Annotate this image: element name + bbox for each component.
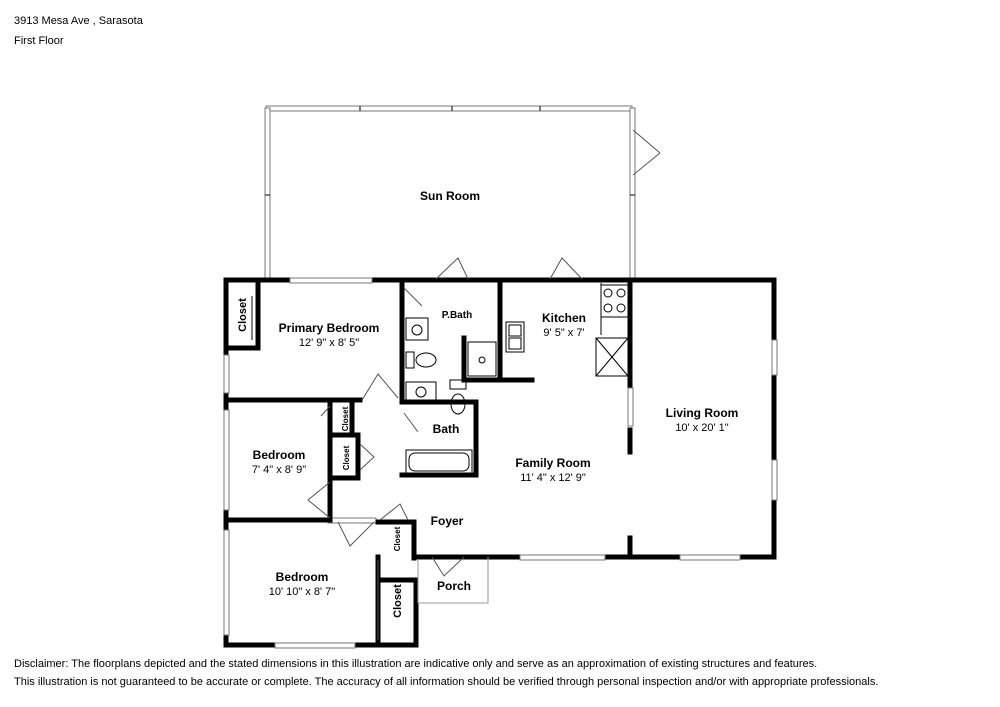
address-text: 3913 Mesa Ave , Sarasota <box>14 15 143 27</box>
interior-walls <box>223 280 633 583</box>
bath-label: Bath <box>433 422 460 436</box>
stove-icon <box>600 284 630 318</box>
closet-bed2-a-label: Closet <box>341 406 350 431</box>
primary-bedroom-dims: 12' 9" x 8' 5" <box>299 337 359 349</box>
primary-bedroom-label: Primary Bedroom <box>279 321 380 335</box>
foyer-label: Foyer <box>431 514 464 528</box>
closet-bed3-label: Closet <box>392 584 404 618</box>
kitchen-dims: 9' 5" x 7' <box>543 327 584 339</box>
living-room-dims: 10' x 20' 1" <box>675 422 728 434</box>
sun-room-walls <box>264 105 661 281</box>
bath-toilet-icon <box>449 379 467 415</box>
family-room-label: Family Room <box>515 456 590 470</box>
fridge-icon <box>595 337 629 377</box>
closet-foyer-label: Closet <box>393 526 402 551</box>
bedroom-3-label: Bedroom <box>276 570 329 584</box>
floor-label: First Floor <box>14 35 64 47</box>
shower-icon <box>467 341 497 377</box>
bedroom-2-label: Bedroom <box>253 448 306 462</box>
disclaimer-line-1: Disclaimer: The floorplans depicted and … <box>14 658 818 670</box>
living-room-label: Living Room <box>666 406 739 420</box>
pbath-toilet-icon <box>405 351 437 369</box>
bath-sink-icon <box>405 381 437 403</box>
sun-room-label: Sun Room <box>420 189 480 203</box>
porch-outline <box>417 557 489 604</box>
pbath-sink-icon <box>405 317 429 341</box>
porch-label: Porch <box>437 579 471 593</box>
closet-bed2-b-label: Closet <box>342 445 351 470</box>
bedroom-3-dims: 10' 10" x 8' 7" <box>269 586 336 598</box>
kitchen-sink-icon <box>505 321 525 353</box>
exterior-windows <box>223 277 778 649</box>
pbath-label: P.Bath <box>442 310 472 321</box>
closet-primary-label: Closet <box>237 298 249 332</box>
bathtub-icon <box>405 449 473 475</box>
kitchen-label: Kitchen <box>542 311 586 325</box>
door-swings <box>307 257 583 640</box>
disclaimer-line-2: This illustration is not guaranteed to b… <box>14 676 879 688</box>
family-room-dims: 11' 4" x 12' 9" <box>520 472 586 484</box>
bedroom-2-dims: 7' 4" x 8' 9" <box>252 464 306 476</box>
